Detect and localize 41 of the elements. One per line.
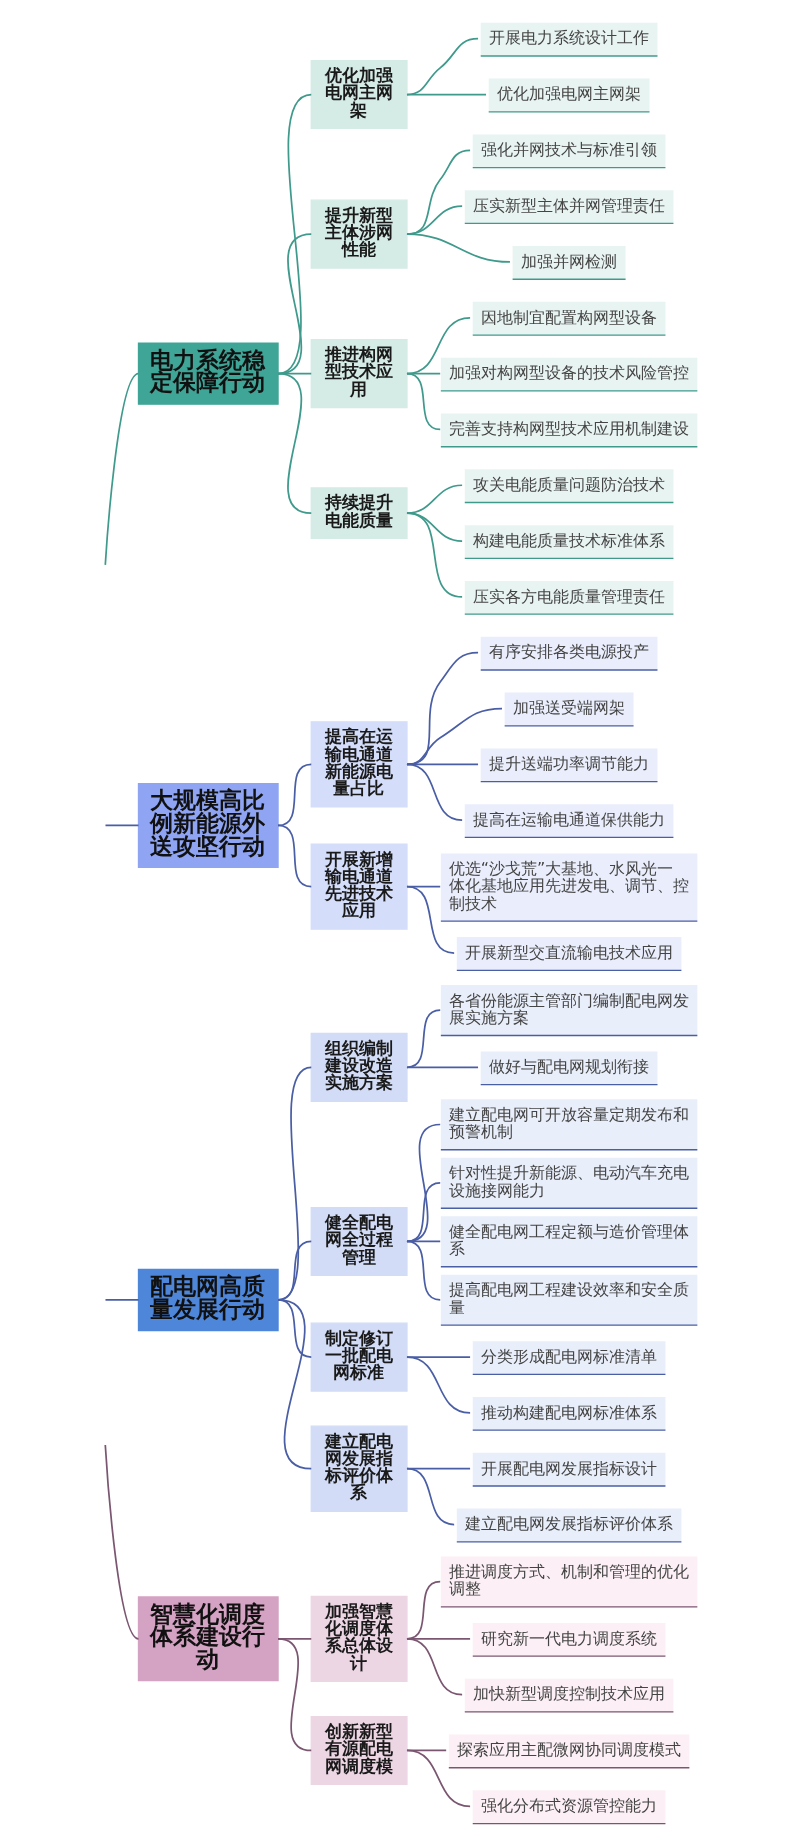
connector — [405, 512, 463, 598]
connector — [276, 1637, 312, 1752]
connector — [276, 824, 312, 888]
connector — [405, 1182, 441, 1243]
connector — [405, 651, 479, 766]
connector — [405, 1749, 471, 1808]
connector — [104, 1299, 139, 1301]
connector — [103, 1444, 139, 1640]
connector — [405, 1637, 463, 1696]
connector — [104, 824, 139, 827]
node-box: 持续提升电能质量 — [310, 487, 408, 540]
node-box: 推进构网型技术应用 — [310, 339, 408, 409]
connector — [405, 233, 511, 263]
node-box: 组织编制建设改造实施方案 — [310, 1032, 408, 1102]
node-box: 加强智慧化调度体系总体设计 — [310, 1595, 408, 1683]
node-box: 建立配电网发展指标评价体系 — [310, 1425, 408, 1512]
node-box: 健全配电网全过程管理 — [310, 1206, 408, 1276]
connector — [405, 763, 463, 822]
node-box: 制定修订一批配电网标准 — [310, 1322, 408, 1392]
connector — [405, 763, 479, 766]
connector — [405, 1240, 441, 1301]
node-box: 大规模高比例新能源外送攻坚行动 — [137, 782, 279, 868]
connector — [405, 1066, 479, 1069]
connector — [405, 707, 503, 766]
node-box: 配电网高质量发展行动 — [137, 1268, 279, 1332]
node-box: 提升新型主体涉网性能 — [310, 199, 408, 269]
connector — [103, 372, 139, 566]
connector — [405, 1123, 441, 1243]
connector — [405, 885, 455, 954]
node-box: 优化加强电网主网架 — [310, 59, 408, 130]
connector — [405, 1467, 455, 1526]
node-box: 提高在运输电通道新能源电量占比 — [310, 721, 408, 808]
connector — [276, 763, 312, 827]
node-box: 电力系统稳定保障行动 — [137, 342, 279, 405]
connector — [405, 372, 441, 431]
node-box: 智慧化调度体系建设行动 — [137, 1596, 279, 1682]
node-box: 开展新增输电通道先进技术应用 — [310, 843, 408, 930]
node-box: 创新新型有源配电网调度模 — [310, 1715, 408, 1786]
connector — [405, 93, 487, 96]
connector — [276, 372, 312, 515]
connector — [405, 1356, 471, 1414]
